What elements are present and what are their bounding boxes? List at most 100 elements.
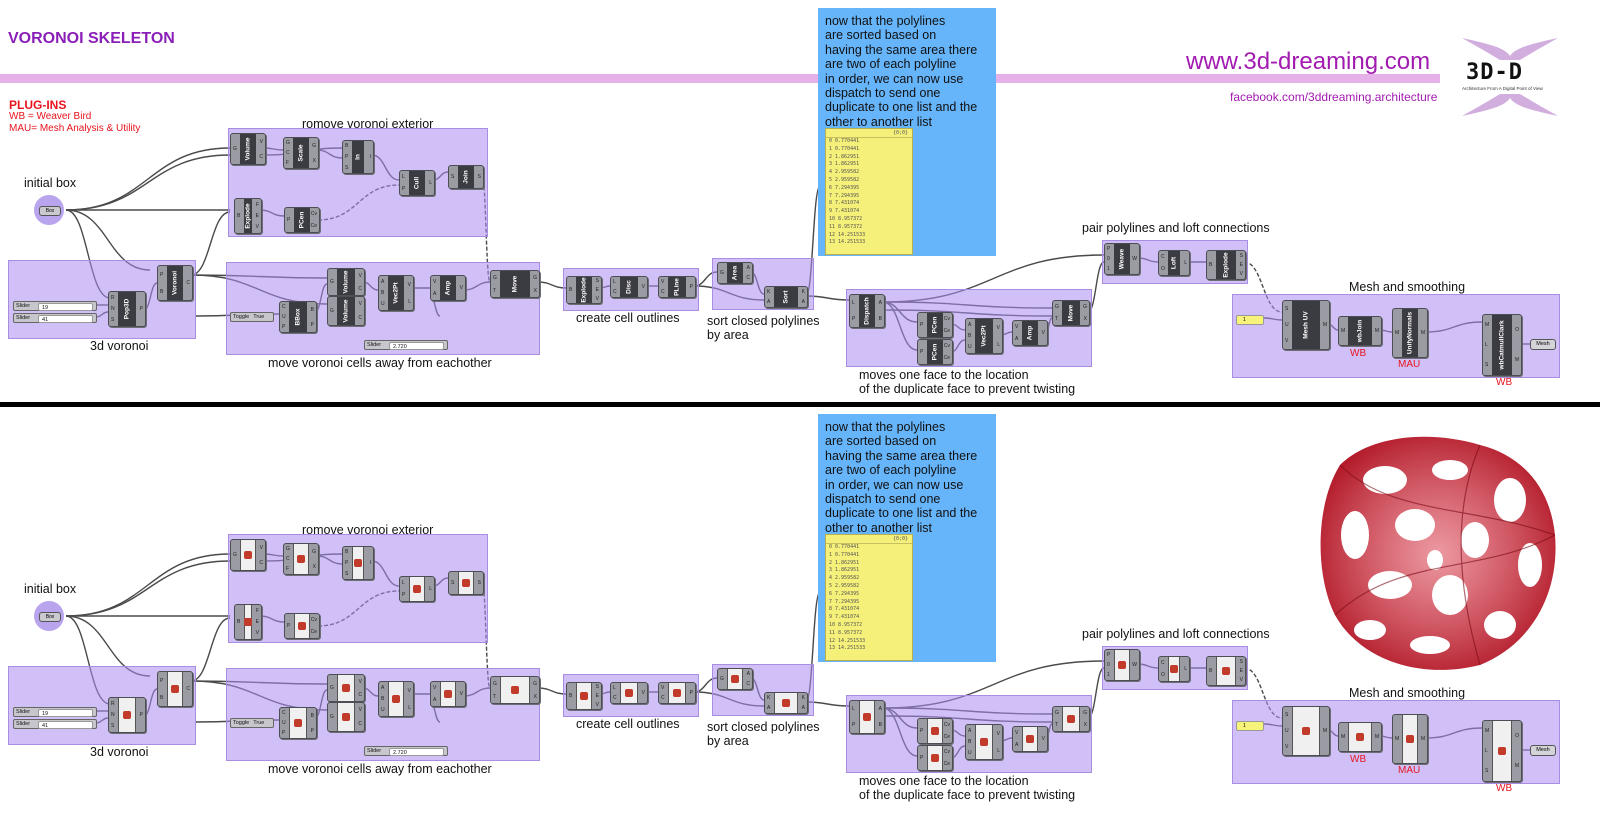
- component-body: Explode: [244, 199, 252, 233]
- mesh-output-param[interactable]: Mesh: [1530, 339, 1556, 350]
- mesh-number-input[interactable]: 1: [1236, 315, 1264, 325]
- output-pin: V: [407, 687, 411, 694]
- facebook-link[interactable]: facebook.com/3ddreaming.architecture: [1230, 90, 1438, 104]
- panel-row: 8 7.431074: [829, 606, 860, 613]
- wire[interactable]: [190, 617, 231, 682]
- box-param[interactable]: Box: [34, 601, 64, 631]
- box-param[interactable]: Box: [34, 195, 64, 225]
- component-name: Volume: [244, 137, 252, 161]
- group-label-remove-exterior: romove voronoi exterior: [302, 523, 434, 537]
- wire[interactable]: [537, 281, 567, 289]
- input-pin: T: [1055, 316, 1059, 322]
- output-pin: L: [429, 180, 432, 186]
- component-body: PCen: [294, 208, 310, 232]
- website-link[interactable]: www.3d-dreaming.com: [1186, 48, 1431, 75]
- wire[interactable]: [190, 211, 231, 276]
- mesh-number-input[interactable]: 1: [1236, 721, 1264, 731]
- mesh-output-param[interactable]: Mesh: [1530, 745, 1556, 756]
- wire[interactable]: [537, 687, 567, 695]
- wire[interactable]: [65, 154, 231, 211]
- output-pin: Cv: [943, 749, 950, 755]
- wire[interactable]: [65, 560, 231, 617]
- input-pin: C: [286, 150, 290, 156]
